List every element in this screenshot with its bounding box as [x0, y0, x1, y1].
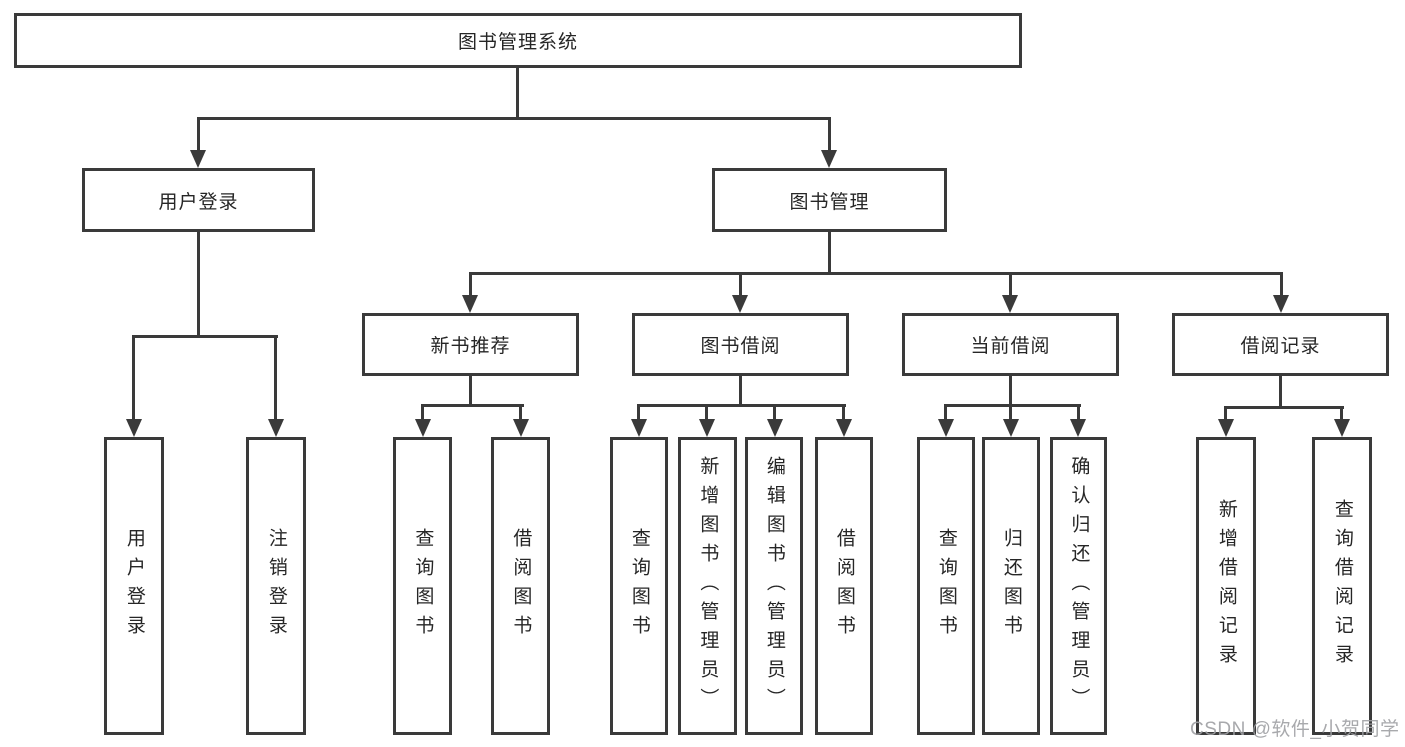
node-current-borrow: 当前借阅 [902, 313, 1119, 376]
arrow-down-icon [513, 419, 529, 437]
leaf-current-search: 查询图书 [917, 437, 975, 735]
connector-root-bar [197, 117, 831, 120]
connector-drop-leaf [773, 404, 776, 420]
leaf-newbooks-search: 查询图书 [393, 437, 452, 735]
connector-new-books-stem [469, 374, 472, 406]
connector-records-bar [1224, 406, 1344, 409]
connector-drop-leaf [519, 404, 522, 420]
arrow-down-icon [836, 419, 852, 437]
arrow-down-icon [631, 419, 647, 437]
arrow-down-icon [821, 150, 837, 168]
arrow-down-icon [1334, 419, 1350, 437]
arrow-down-icon [190, 150, 206, 168]
connector-root-stem [516, 66, 519, 118]
connector-drop-user-login [197, 117, 200, 152]
connector-drop-current [1009, 272, 1012, 296]
leaf-logout-label: 注销登录 [265, 528, 287, 644]
connector-new-books-bar [421, 404, 524, 407]
arrow-down-icon [699, 419, 715, 437]
arrow-down-icon [1003, 419, 1019, 437]
connector-records-stem [1279, 374, 1282, 408]
node-user-login: 用户登录 [82, 168, 315, 232]
arrow-down-icon [1273, 295, 1289, 313]
node-book-mgmt: 图书管理 [712, 168, 947, 232]
connector-drop-leaf [421, 404, 424, 420]
arrow-down-icon [767, 419, 783, 437]
node-borrow-records-label: 借阅记录 [1240, 336, 1321, 357]
watermark: CSDN @软件_小贺同学 [1190, 719, 1400, 740]
connector-book-borrow-bar [637, 404, 846, 407]
node-new-books: 新书推荐 [362, 313, 579, 376]
leaf-borrow-search: 查询图书 [610, 437, 668, 735]
connector-drop-book-mgmt [828, 117, 831, 152]
leaf-borrow-add-label: 新增图书（管理员） [697, 455, 719, 717]
connector-drop-leaf [1077, 404, 1080, 420]
node-root: 图书管理系统 [14, 13, 1022, 68]
leaf-current-confirm: 确认归还（管理员） [1050, 437, 1107, 735]
connector-drop-leaf [1340, 406, 1343, 420]
leaf-current-search-label: 查询图书 [935, 528, 957, 644]
connector-user-login-bar [132, 335, 278, 338]
leaf-records-add-label: 新增借阅记录 [1215, 499, 1237, 673]
arrow-down-icon [268, 419, 284, 437]
connector-drop-leaf [274, 335, 277, 419]
leaf-records-add: 新增借阅记录 [1196, 437, 1256, 735]
arrow-down-icon [1218, 419, 1234, 437]
node-borrow-records: 借阅记录 [1172, 313, 1389, 376]
connector-drop-leaf [1009, 404, 1012, 420]
connector-drop-leaf [1224, 406, 1227, 420]
leaf-records-search: 查询借阅记录 [1312, 437, 1372, 735]
leaf-current-return: 归还图书 [982, 437, 1040, 735]
leaf-current-return-label: 归还图书 [1000, 528, 1022, 644]
connector-drop-new-books [469, 272, 472, 296]
leaf-borrow-add: 新增图书（管理员） [678, 437, 737, 735]
leaf-records-search-label: 查询借阅记录 [1331, 499, 1353, 673]
leaf-newbooks-borrow: 借阅图书 [491, 437, 550, 735]
connector-user-login-stem [197, 230, 200, 336]
node-new-books-label: 新书推荐 [430, 336, 511, 357]
arrow-down-icon [126, 419, 142, 437]
node-book-borrow-label: 图书借阅 [700, 336, 781, 357]
leaf-logout: 注销登录 [246, 437, 306, 735]
connector-current-bar [944, 404, 1081, 407]
connector-drop-leaf [637, 404, 640, 420]
connector-book-borrow-stem [739, 374, 742, 406]
leaf-user-login: 用户登录 [104, 437, 164, 735]
connector-drop-records [1280, 272, 1283, 296]
arrow-down-icon [415, 419, 431, 437]
leaf-borrow-borrow-label: 借阅图书 [833, 528, 855, 644]
node-user-login-label: 用户登录 [158, 191, 239, 213]
node-root-label: 图书管理系统 [457, 32, 578, 53]
connector-drop-leaf [705, 404, 708, 420]
leaf-borrow-borrow: 借阅图书 [815, 437, 873, 735]
node-book-borrow: 图书借阅 [632, 313, 849, 376]
leaf-borrow-edit: 编辑图书（管理员） [745, 437, 803, 735]
node-book-mgmt-label: 图书管理 [789, 191, 870, 213]
connector-drop-leaf [132, 335, 135, 419]
leaf-newbooks-borrow-label: 借阅图书 [510, 528, 532, 644]
connector-book-mgmt-bar [469, 272, 1283, 275]
connector-current-stem [1009, 374, 1012, 406]
connector-drop-leaf [944, 404, 947, 420]
connector-drop-leaf [842, 404, 845, 420]
leaf-newbooks-search-label: 查询图书 [412, 528, 434, 644]
leaf-borrow-search-label: 查询图书 [628, 528, 650, 644]
leaf-current-confirm-label: 确认归还（管理员） [1068, 455, 1090, 717]
connector-drop-borrow [739, 272, 742, 296]
arrow-down-icon [938, 419, 954, 437]
node-current-borrow-label: 当前借阅 [970, 336, 1051, 357]
leaf-user-login-label: 用户登录 [123, 528, 145, 644]
arrow-down-icon [1002, 295, 1018, 313]
arrow-down-icon [732, 295, 748, 313]
leaf-borrow-edit-label: 编辑图书（管理员） [763, 455, 785, 717]
arrow-down-icon [1070, 419, 1086, 437]
arrow-down-icon [462, 295, 478, 313]
connector-book-mgmt-stem [828, 230, 831, 274]
